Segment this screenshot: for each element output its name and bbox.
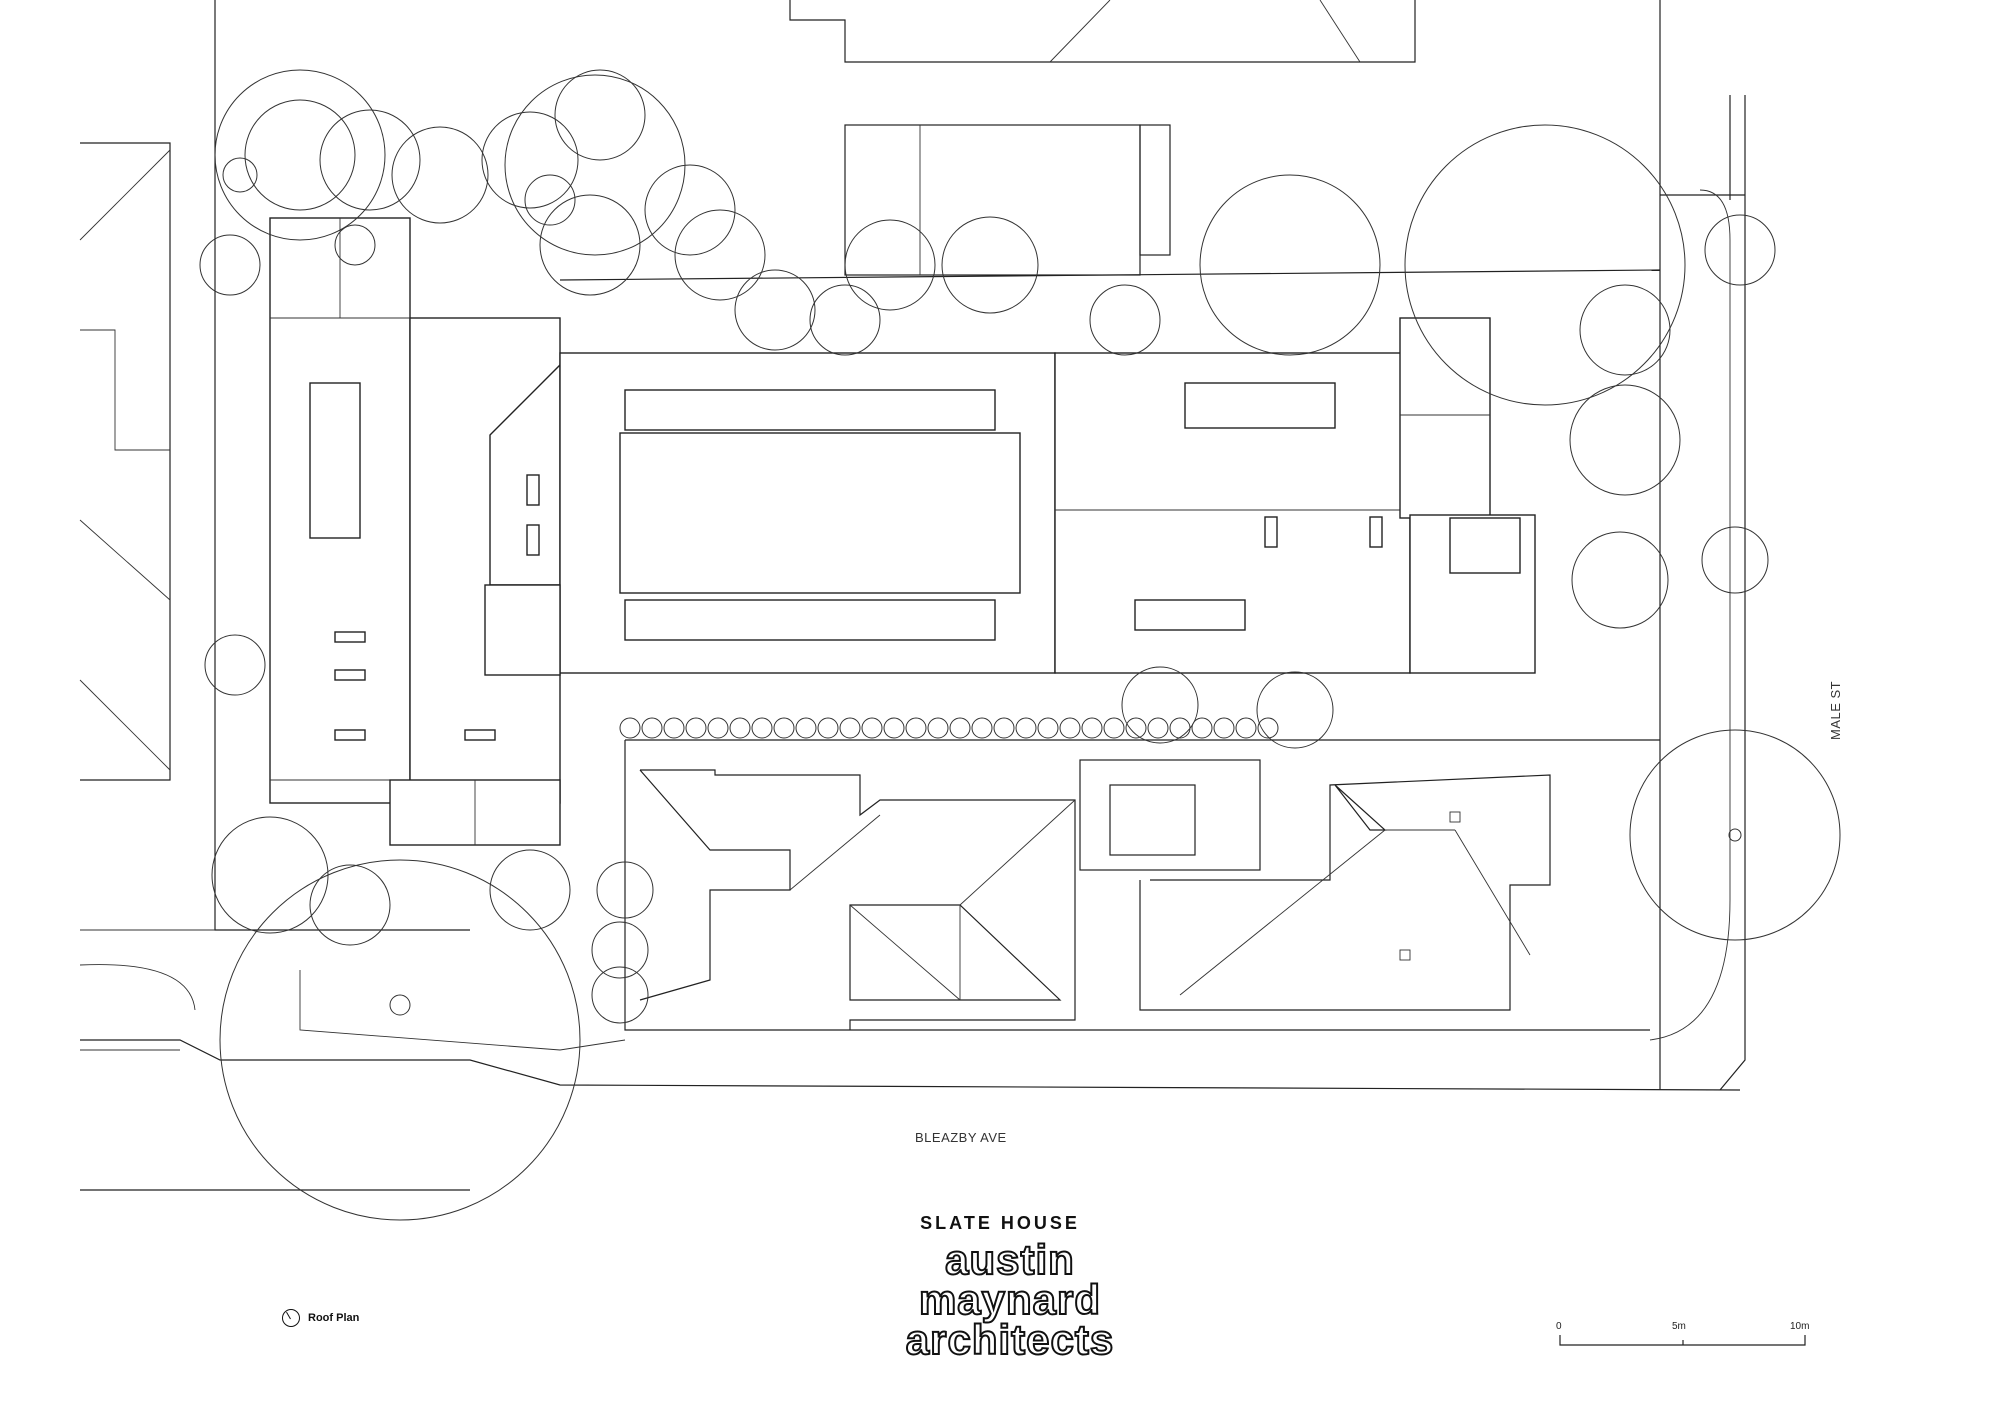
scale-label-5m: 5m bbox=[1672, 1321, 1686, 1332]
scale-bar bbox=[1559, 1335, 1806, 1346]
drawing-legend: Roof Plan bbox=[282, 1309, 359, 1327]
slate-house-roof bbox=[269, 217, 1536, 846]
neighbour-buildings-south bbox=[639, 759, 1551, 1030]
firm-logo: austin maynard architects bbox=[860, 1236, 1160, 1363]
scale-label-0: 0 bbox=[1556, 1321, 1562, 1332]
logo-line-2: maynard bbox=[918, 1276, 1102, 1323]
hedge-row bbox=[619, 717, 1279, 739]
street-label-east: MALE ST bbox=[1828, 681, 1843, 740]
legend-label: Roof Plan bbox=[308, 1312, 360, 1324]
north-arrow-icon bbox=[282, 1309, 300, 1327]
project-title: SLATE HOUSE bbox=[920, 1213, 1080, 1233]
trees bbox=[199, 69, 1841, 1221]
street-label-south: BLEAZBY AVE bbox=[915, 1130, 1007, 1145]
scale-label-10m: 10m bbox=[1790, 1321, 1810, 1332]
neighbour-building-north bbox=[789, 0, 1416, 276]
neighbour-building-west bbox=[79, 142, 171, 781]
logo-line-3: architects bbox=[905, 1316, 1115, 1363]
logo-line-1: austin bbox=[944, 1236, 1075, 1283]
